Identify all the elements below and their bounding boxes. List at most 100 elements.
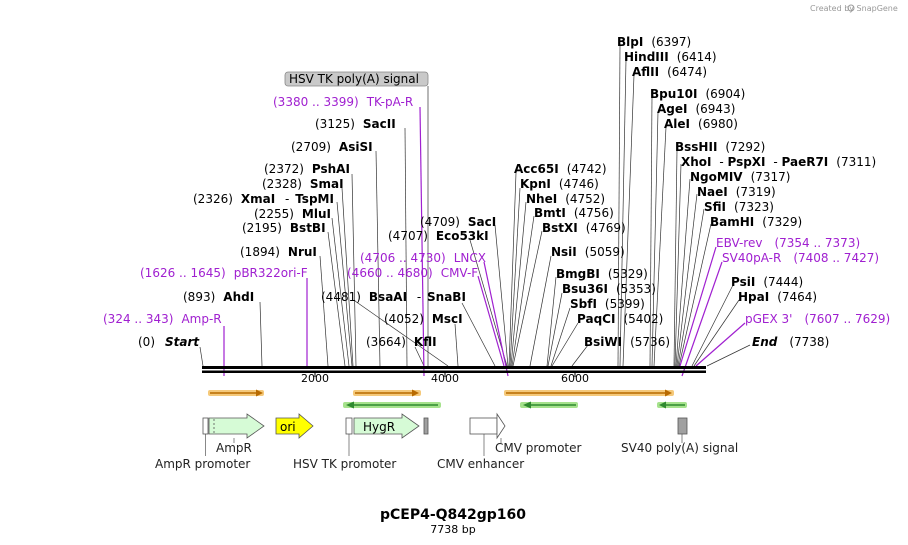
feature-label-cmv-enhancer: CMV enhancer [437, 457, 524, 471]
leader-xhoi [674, 163, 682, 367]
feature-label-hygr: HygR [363, 420, 395, 434]
sv40-polya-box [677, 417, 688, 435]
site-kfli: (3664)KflI [366, 335, 437, 349]
site-bsaai-snabi: (4481)BsaAI - SnaBI [321, 290, 466, 304]
site-bmgbi: BmgBI(5329) [556, 267, 648, 281]
site-nrui: (1894)NruI [240, 245, 317, 259]
site-hindiii: HindIII(6414) [624, 50, 717, 64]
leader-sbfi [550, 307, 571, 367]
orf-arrow-4 [504, 389, 674, 397]
site-asisi: (2709)AsiSI [291, 140, 373, 154]
cmv-enhancer-box [469, 417, 498, 435]
site-bmti: BmtI(4756) [534, 206, 614, 220]
site-agei: AgeI(6943) [657, 102, 735, 116]
cmv-promoter-arrow [496, 412, 506, 440]
ori-arrow [275, 413, 314, 439]
leader-tk-pa-r [419, 106, 425, 377]
site-nsii: NsiI(5059) [551, 245, 625, 259]
site-msci: (4052)MscI [384, 312, 463, 326]
site-sv40pa-r: SV40pA-R(7408 .. 7427) [722, 251, 879, 265]
site-alei: AleI(6980) [664, 117, 738, 131]
feature-ampr-promoter [202, 417, 209, 456]
feature-label-sv40-polya: SV40 poly(A) signal [621, 441, 738, 455]
site-bsu36i: Bsu36I(5353) [562, 282, 656, 296]
tick-label-6000: 6000 [561, 372, 589, 385]
gene-arrow-ampr [208, 413, 265, 439]
leader-bsu36i [547, 292, 563, 367]
leader-kfli [414, 346, 425, 367]
backbone: 2000 4000 6000 [202, 366, 706, 385]
leader-kpni [509, 187, 521, 367]
site-eco53ki: (4707)Eco53kI [388, 229, 489, 243]
site-blpi: BlpI(6397) [617, 35, 691, 49]
backbone-bottom [202, 370, 706, 373]
site-smai: (2328)SmaI [262, 177, 344, 191]
leader-bamhi [678, 223, 712, 367]
site-amp-r: (324 .. 343)Amp-R [103, 312, 222, 326]
plasmid-title: pCEP4-Q842gp160 7738 bp [380, 507, 526, 536]
leader-bmti [511, 215, 535, 367]
arrowhead-left-icon [659, 401, 666, 409]
site-lncx: (4706 .. 4730)LNCX [360, 251, 486, 265]
leader-lines [199, 45, 751, 367]
site-start: (0)Start [138, 335, 200, 349]
site-aflii: AflII(6474) [632, 65, 707, 79]
leader-pgex3 [695, 322, 746, 367]
leader-start [199, 346, 204, 367]
leader-ngomiv [675, 178, 691, 367]
site-ngomiv: NgoMIV(7317) [690, 170, 790, 184]
leader-snabi [461, 302, 496, 367]
leader-hindiii [619, 59, 627, 367]
site-psii: PsiI(7444) [731, 275, 803, 289]
promoter-box [202, 417, 209, 435]
leader-nhei [510, 201, 527, 367]
site-pbr322ori-f: (1626 .. 1645)pBR322ori-F [140, 266, 308, 280]
arrowhead-right-icon [665, 389, 672, 397]
snapgene-logo-icon [847, 4, 855, 12]
site-acc65i: Acc65I(4742) [514, 162, 607, 176]
leader-hpai [693, 299, 740, 367]
feature-label-ori: ori [280, 420, 296, 434]
feature-cmv [469, 412, 506, 456]
site-labels: (0)Start (324 .. 343)Amp-R (893)AhdI (16… [103, 35, 890, 349]
site-sbfi: SbfI(5399) [570, 297, 645, 311]
site-end: End(7738) [752, 335, 829, 349]
leader-end [706, 344, 751, 367]
site-ahdi: (893)AhdI [183, 290, 254, 304]
leader-mlui [331, 217, 350, 367]
leader-asisi [375, 150, 381, 367]
leader-paqci [551, 322, 579, 367]
tick-label-2000: 2000 [301, 372, 329, 385]
site-kpni: KpnI(4746) [520, 177, 599, 191]
plasmid-length: 7738 bp [430, 523, 475, 536]
site-mlui: (2255)MluI [254, 207, 331, 221]
site-bpu10i: Bpu10I(6904) [650, 87, 745, 101]
site-bstbi: (2195)BstBI [242, 221, 326, 235]
leader-agei [651, 111, 659, 367]
arrowhead-right-icon [412, 389, 419, 397]
site-bstxi: BstXI(4769) [542, 221, 626, 235]
orf-arrow-2 [353, 389, 421, 397]
site-saci: (4709)SacI [420, 215, 496, 229]
leader-bstxi [512, 230, 543, 367]
callout-box [284, 71, 429, 87]
plasmid-name: pCEP4-Q842gp160 [380, 507, 526, 523]
primer-leaders [223, 106, 746, 377]
arrowhead-left-icon [523, 401, 531, 409]
leader-alei [653, 126, 667, 367]
gene-arrow-hygr [353, 413, 420, 439]
site-pshai: (2372)PshAI [264, 162, 350, 176]
orf-arrow-1 [208, 389, 264, 397]
feature-label-hsv-tk-promoter: HSV TK promoter [293, 457, 396, 471]
leader-acc65i [508, 172, 517, 367]
leader-smai [341, 187, 354, 367]
site-hpai: HpaI(7464) [738, 290, 817, 304]
leader-bsaai [354, 300, 449, 367]
feature-label-cmv-promoter: CMV promoter [495, 441, 582, 455]
leader-xmai [336, 201, 353, 367]
site-pgex3: pGEX 3'(7607 .. 7629) [745, 312, 890, 326]
leader-eco53ki [469, 239, 508, 367]
leader-psii [691, 284, 734, 367]
promoter-box [345, 417, 353, 435]
orf-arrow-6 [657, 401, 687, 409]
